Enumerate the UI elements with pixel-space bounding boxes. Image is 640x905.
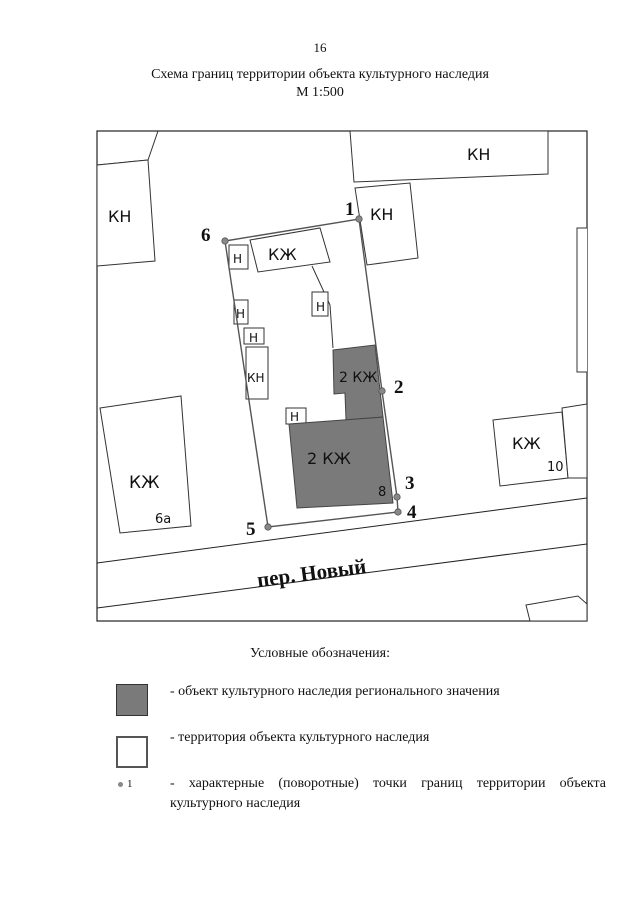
map-title: Схема границ территории объекта культурн… [0,66,640,102]
building-n-4 [311,291,329,317]
heritage-object-main [288,416,394,509]
label-kn-top-right: КН [467,145,490,164]
building-n-3 [243,327,265,345]
label-kn-left: КН [108,207,131,226]
legend-sample-point: 1 [118,778,158,790]
building-n-1 [228,244,249,270]
map-title-text: Схема границ территории объекта культурн… [151,67,489,82]
legend-item-territory: - территория объекта культурного наследи… [116,730,606,770]
legend-text-boundary-points: - характерные (поворотные) точки границ … [170,776,606,811]
legend-title: Условные обозначения: [249,646,391,661]
boundary-point-label-5: 5 [246,519,256,540]
label-heritage-main: 2 КЖ [307,449,351,468]
building-bottom-right [525,595,587,621]
inner-wall-line [311,265,334,349]
label-kzh-left: КЖ [129,473,159,493]
boundary-point-2 [378,387,386,395]
boundary-point-label-6: 6 [201,225,211,246]
label-n-3: Н [249,331,258,345]
street-edge-top [97,497,587,564]
label-kn-small: КН [247,371,265,385]
legend-text-heritage-object: - объект культурного наследия региональн… [170,684,500,699]
legend-swatch-territory [116,736,148,768]
boundary-point-4 [394,508,402,516]
label-n-5: Н [290,410,299,424]
label-number-8: 8 [378,485,386,500]
map-scale: М 1:500 [296,85,344,100]
building-kn-small [245,346,269,400]
label-heritage-small: 2 КЖ [339,370,377,386]
building-kn-top-right [349,131,549,183]
legend-point-dot-icon [118,781,123,787]
label-kzh-inner-top: КЖ [268,245,297,264]
boundary-point-label-3: 3 [405,473,415,494]
label-kzh-right: КЖ [512,434,541,453]
legend-text-territory: - территория объекта культурного наследи… [170,730,430,745]
boundary-point-3 [393,493,401,501]
label-kn-near-1: КН [370,205,393,224]
label-n-1: Н [233,252,242,266]
legend-swatch-heritage-object [116,684,148,716]
label-number-6a: 6а [155,512,171,527]
building-kn-near-1 [354,182,419,266]
legend-sample-point-number: 1 [127,778,133,790]
boundary-point-1 [355,215,363,223]
label-n-4: Н [316,300,325,314]
page-number: 16 [313,40,327,55]
boundary-point-label-2: 2 [394,377,404,398]
building-n-2 [233,299,249,325]
street-edge-bottom [97,543,587,609]
edge-building-right [576,227,587,373]
boundary-point-6 [221,237,229,245]
building-kn-left [97,159,156,267]
boundary-point-label-4: 4 [407,502,417,523]
edge-building-right-2 [561,403,587,479]
legend-item-boundary-points: 1 - характерные (поворотные) точки грани… [116,774,606,822]
building-kzh-inner-top [249,227,331,273]
boundary-point-5 [264,523,272,531]
building-kzh-left [99,395,192,534]
label-number-10: 10 [547,460,564,475]
boundary-point-label-1: 1 [345,199,355,220]
label-n-2: Н [236,307,245,321]
legend-item-heritage-object: - объект культурного наследия региональн… [116,684,606,718]
